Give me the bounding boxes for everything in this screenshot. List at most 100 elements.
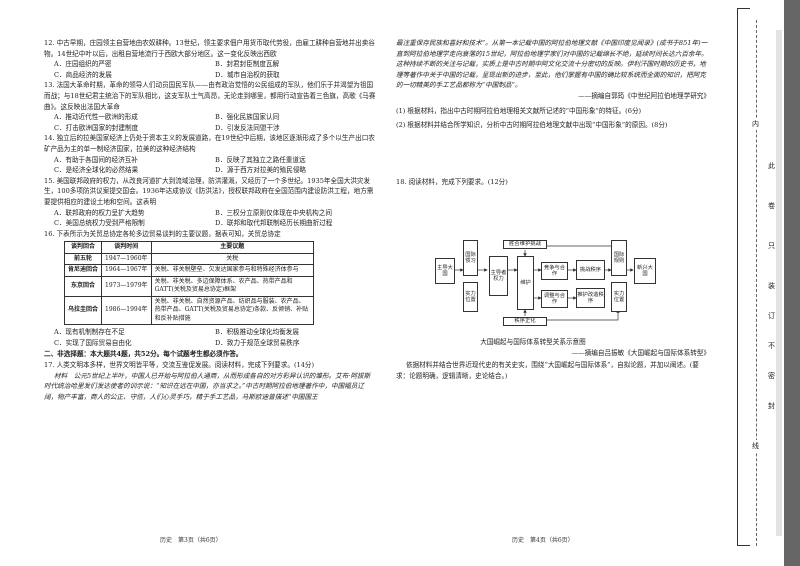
node-cooperation: 调整与合作 xyxy=(541,290,568,308)
binding-word: 封 xyxy=(768,400,775,412)
node-challenge-order: 挑战秩序 xyxy=(576,260,605,280)
question-15-options: A．联邦政府的权力呈扩大趋势 B．三权分立原则仅体现在中央机构之间 xyxy=(44,208,376,219)
binding-word: 不 xyxy=(768,340,775,352)
citation: ——摘编自郭筠《中世纪阿拉伯地理学研究》 xyxy=(578,91,710,100)
option: B．积极推动全球化均衡发展 xyxy=(215,328,299,337)
diagram-caption: 大国崛起与国际体系转型关系示意图 xyxy=(480,338,586,346)
binding-bar xyxy=(784,0,800,566)
section-heading: 二、非选择题：本大题共4题，共52分。每个试题考生都必须作答。 xyxy=(44,350,243,359)
node-maintain: 维护 xyxy=(517,256,534,310)
table-header-row: 谈判回合 谈判时间 主要议题 xyxy=(63,241,315,254)
table-row: 肯尼迪回合 1964—1967年 关税、非关税壁垒、欠发达国家参与和特殊经济体参… xyxy=(63,264,315,277)
node-order-change: 秩序正化 xyxy=(503,317,547,326)
binding-shade xyxy=(776,30,782,536)
option: C．是经济全球化的必然结果 xyxy=(54,166,139,175)
node-dominant-power: 主导大国 xyxy=(435,258,455,284)
option: B．三权分立原则仅体现在中央机构之间 xyxy=(215,208,332,217)
node-dominator-power: 主导者权力 xyxy=(489,256,508,296)
node-resist-competition: 胜否维护挑战 xyxy=(503,240,547,249)
table-cell: 关税、非关税、自然资源产品、纺织品与服装、农产品、热带产品、GATT(关税及贸易… xyxy=(150,295,315,326)
page-footer-left: 历史 第3页（共6页） xyxy=(160,537,222,544)
question-13-options-2: C．打击欧洲国家的封建制度 D．引发反法同盟干涉 xyxy=(44,123,376,134)
option: A．庄园组织的严密 xyxy=(54,60,112,69)
table-cell: 关税、非关税壁垒、欠发达国家参与和特殊经济体参与 xyxy=(150,264,315,277)
binding-word: 卷 xyxy=(768,200,775,212)
table-cell: 东京回合 xyxy=(63,275,103,297)
binding-dashed-line xyxy=(756,20,757,546)
question-17-stem: 17. 人类文明本多样，世界文明皆平等，交流互鉴促发展。阅读材料，完成下列要求。… xyxy=(44,361,315,370)
question-18-task: 依据材料并结合世界近现代史的有关史实，围绕“大国崛起与国际体系”，自拟论题，并加… xyxy=(396,361,699,380)
table-cell: 关税 xyxy=(150,252,315,266)
node-competition: 竞争与合作 xyxy=(541,262,568,280)
question-15-options-2: C．美国总统权力受到严格限制 D．联邦和取代邦联制经历长期曲折过程 xyxy=(44,218,376,229)
option: B．强化民族国家认同 xyxy=(215,113,280,122)
binding-word: 此 xyxy=(768,160,775,172)
question-16-options: A．现有机制制存在不足 B．积极推动全球化均衡发展 xyxy=(44,327,376,338)
page-footer-right: 历史 第4页（共6页） xyxy=(512,537,574,544)
node-power-position: 实力位置 xyxy=(463,282,478,312)
question-17-req-1: (1) 根据材料，指出中古时期阿拉伯地理相关文献所记述的“中国形象”的特征。(6… xyxy=(396,106,642,115)
question-16-stem: 16. 下表所示为关贸总协定各轮多边贸易谈判的主要议题，据表可知，关贸总协定 xyxy=(44,229,281,238)
binding-word: 密 xyxy=(768,370,775,382)
binding-word: 装 xyxy=(768,280,775,292)
question-17-material-cont: 最注重保存民族和喜好和技术”。从第一本记载中国的阿拉伯地理文献《中国印度见闻录》… xyxy=(396,39,708,90)
table-header: 谈判回合 xyxy=(63,241,103,254)
question-16-options-2: C．实现了国际贸易自由化 D．致力于规范全球贸易秩序 xyxy=(44,338,376,349)
question-14-options-2: C．是经济全球化的必然结果 D．源于西方对拉美的殖民侵略 xyxy=(44,165,376,176)
option: D．城市自治权的获取 xyxy=(215,70,280,79)
option: C．打击欧洲国家的封建制度 xyxy=(54,123,139,132)
node-rising-power: 新兴大国 xyxy=(634,258,656,284)
option: D．致力于规范全球贸易秩序 xyxy=(215,338,300,347)
table-cell: 关税、非关税、多边保障体系、农产品、热带产品和GATT(关税及贸易总协定)框架 xyxy=(150,275,315,297)
binding-strip: 内 此 卷 只 装 订 不 密 封 线 xyxy=(732,0,800,566)
option: A．推动近代性一欧洲的形成 xyxy=(54,113,138,122)
question-12-stem: 12. 中古早期，庄园领主自营地由农奴耕种。13世纪，领主要求佃户用货币取代劳役… xyxy=(44,39,375,58)
option: B．封君封臣制度瓦解 xyxy=(215,60,280,69)
option: A．现有机制制存在不足 xyxy=(54,328,125,337)
diagram-citation: ——摘编自吕振敏《大国崛起与国际体系转型》 xyxy=(571,348,710,357)
table-row: 东京回合 1973—1979年 关税、非关税、多边保障体系、农产品、热带产品和G… xyxy=(63,275,315,297)
table-cell: 1964—1967年 xyxy=(101,264,152,277)
table-cell: 肯尼迪回合 xyxy=(63,264,103,277)
binding-word: 订 xyxy=(768,310,775,322)
question-12-options-2: C．商品经济的发展 D．城市自治权的获取 xyxy=(44,70,376,81)
node-power-position-2: 实力位置 xyxy=(611,282,627,312)
question-18-stem: 18. 阅读材料，完成下列要求。(12分) xyxy=(396,177,508,186)
table-header: 谈判时间 xyxy=(101,241,152,254)
binding-bracket xyxy=(737,8,750,546)
node-reform-order: 推护改造秩序 xyxy=(576,288,605,308)
table-cell: 乌拉圭回合 xyxy=(63,295,103,326)
right-page-lower: 大国崛起与国际体系转型关系示意图 ——摘编自吕振敏《大国崛起与国际体系转型》 依… xyxy=(396,337,710,381)
table-cell: 1973—1979年 xyxy=(101,275,152,297)
right-page: 最注重保存民族和喜好和技术”。从第一本记载中国的阿拉伯地理文献《中国印度见闻录》… xyxy=(396,38,710,187)
option: C．美国总统权力受到严格限制 xyxy=(54,219,145,228)
gatt-table: 谈判回合 谈判时间 主要议题 前五轮 1947—1960年 关税 肯尼迪回合 1… xyxy=(63,241,315,326)
option: B．反映了其独立之路任重道远 xyxy=(215,155,306,164)
question-14-options: A．有助于各国间的经济互补 B．反映了其独立之路任重道远 xyxy=(44,155,376,166)
option: D．源于西方对拉美的殖民侵略 xyxy=(215,166,307,175)
question-17-material: 材料 公元5世纪上半叶，中国人已开始与阿拉伯人通商，从而形成各自的对方彩异认识的… xyxy=(44,371,371,401)
table-row: 前五轮 1947—1960年 关税 xyxy=(63,252,315,266)
table-cell: 前五轮 xyxy=(63,252,103,266)
question-15-stem: 15. 美国联邦政府的权力，从改良河道扩大到流域治理，防洪灌溉，又经历了一个多世… xyxy=(44,176,374,206)
binding-mark: 内 xyxy=(752,118,759,130)
option: A．联邦政府的权力呈扩大趋势 xyxy=(54,208,145,217)
question-14-stem: 14. 独立后的拉美国家经济上仍处于资本主义的发展道路，在19世纪中后期，该地区… xyxy=(44,134,375,153)
option: D．联邦和取代邦联制经历长期曲折过程 xyxy=(215,219,333,228)
question-17-req-2: (2) 根据材料并结合所学知识，分析中古时期阿拉伯地理文献中出现“中国形象”的原… xyxy=(396,121,668,130)
system-diagram: 主导大国 国际惯习 实力位置 主导者权力 维护 胜否维护挑战 竞争与合作 调整与… xyxy=(433,238,661,332)
option: C．实现了国际贸易自由化 xyxy=(54,338,132,347)
option: A．有助于各国间的经济互补 xyxy=(54,155,138,164)
node-intl-habits: 国际惯习 xyxy=(463,240,478,276)
option: D．引发反法同盟干涉 xyxy=(215,123,280,132)
table-cell: 1986—1994年 xyxy=(101,295,152,326)
binding-mark: 线 xyxy=(752,440,759,452)
table-cell: 1947—1960年 xyxy=(101,252,152,266)
option: C．商品经济的发展 xyxy=(54,70,112,79)
node-intl-rules: 国际规则 xyxy=(611,240,627,276)
table-header: 主要议题 xyxy=(150,241,315,254)
question-12-options: A．庄园组织的严密 B．封君封臣制度瓦解 xyxy=(44,59,376,70)
question-13-stem: 13. 法国大革命时期，革命的领导人们动员国民军队——由有政治觉悟的公民组成的军… xyxy=(44,81,376,111)
question-13-options: A．推动近代性一欧洲的形成 B．强化民族国家认同 xyxy=(44,112,376,123)
left-page: 12. 中古早期，庄园领主自营地由农奴耕种。13世纪，领主要求佃户用货币取代劳役… xyxy=(44,38,376,402)
